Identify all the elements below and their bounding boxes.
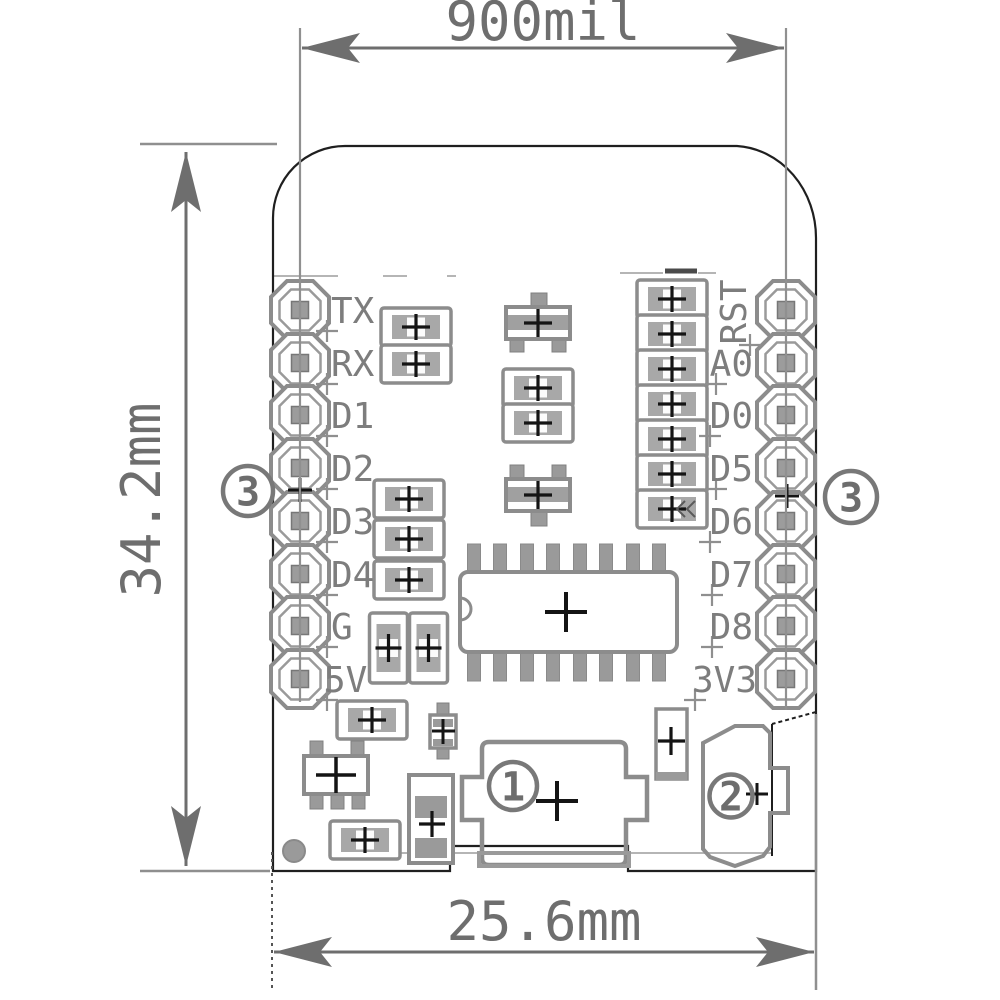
- pin-label-rx: RX: [331, 344, 375, 385]
- pin-label-d8: D8: [710, 607, 753, 648]
- reset-button: [459, 739, 650, 868]
- pin-label-5v: 5V: [324, 660, 367, 701]
- callout-header-left: 3: [220, 463, 276, 519]
- pin-label-d0: D0: [710, 396, 753, 437]
- smd-resistor: [501, 402, 575, 444]
- callout-usb-number: 2: [719, 774, 743, 820]
- pin-label-g: G: [331, 607, 353, 648]
- arrow-left-icon: [274, 937, 332, 967]
- callout-header-left-number: 3: [236, 469, 260, 515]
- dim-bottom-label: 25.6mm: [446, 890, 641, 953]
- callout-button-number: 1: [501, 764, 525, 810]
- capacitor: [407, 773, 455, 865]
- arrow-down-icon: [171, 806, 201, 866]
- arrow-left-icon: [302, 33, 360, 63]
- smd-resistor: [635, 348, 709, 390]
- pin-label-d1: D1: [331, 396, 374, 437]
- voltage-regulator: [302, 740, 370, 810]
- smd-resistor: [635, 313, 709, 355]
- fiducial-dot: [282, 839, 306, 863]
- ic-chip: [458, 543, 679, 682]
- pcb-outline: [271, 144, 818, 873]
- right-pin-labels: RST A0 D0 D5 D6 D7 D8 3V3: [692, 279, 757, 701]
- usb-connector: [701, 724, 790, 869]
- pin-label-a0: A0: [710, 344, 753, 385]
- smd-led: [635, 488, 709, 530]
- dim-top: 900mil: [302, 0, 784, 63]
- ic-pin1-notch: [459, 596, 473, 622]
- smd-resistor-vertical: [367, 611, 410, 685]
- small-capacitor: [654, 707, 689, 781]
- arrow-up-icon: [171, 152, 201, 212]
- pin-label-d4: D4: [331, 555, 374, 596]
- sot23-transistor-lower: [504, 464, 572, 527]
- dim-left: 34.2mm: [110, 142, 277, 873]
- sot23-transistor-upper: [504, 292, 572, 353]
- smd-resistor: [335, 699, 409, 741]
- pin-label-d7: D7: [710, 555, 753, 596]
- pin-label-tx: TX: [331, 291, 375, 332]
- smd-resistor: [372, 559, 446, 601]
- pin-label-d3: D3: [331, 502, 374, 543]
- smd-resistor: [372, 518, 446, 560]
- callout-usb: 2: [707, 772, 755, 820]
- dim-bottom: 25.6mm: [271, 714, 818, 990]
- usb-edge-chamfer: [771, 711, 817, 725]
- smd-resistor: [379, 343, 453, 385]
- smd-resistor: [501, 367, 575, 409]
- left-pin-labels: TX RX D1 D2 D3 D4 G 5V: [324, 291, 375, 701]
- pin-label-rst: RST: [714, 279, 755, 344]
- pin-label-d6: D6: [710, 502, 753, 543]
- pin-label-d2: D2: [331, 449, 374, 490]
- smd-resistor: [372, 478, 446, 520]
- callout-header-right-number: 3: [839, 475, 863, 521]
- smd-resistor: [635, 383, 709, 425]
- smd-resistor: [379, 306, 453, 348]
- smd-resistor: [635, 453, 709, 495]
- callout-header-right: 3: [822, 468, 880, 526]
- arrow-right-icon: [756, 937, 814, 967]
- smd-resistor: [635, 418, 709, 460]
- smd-resistors: [328, 278, 709, 861]
- diode: [428, 702, 458, 760]
- pin-label-d5: D5: [710, 449, 753, 490]
- arrow-right-icon: [726, 33, 784, 63]
- smd-resistor: [328, 819, 402, 861]
- smd-resistor: [635, 278, 709, 320]
- callout-button: 1: [486, 759, 540, 813]
- dim-top-label: 900mil: [445, 0, 640, 53]
- pin-label-3v3: 3V3: [692, 660, 757, 701]
- dim-left-label: 34.2mm: [110, 402, 173, 597]
- led-chevrons: [675, 500, 696, 518]
- smd-resistor-vertical: [407, 611, 450, 685]
